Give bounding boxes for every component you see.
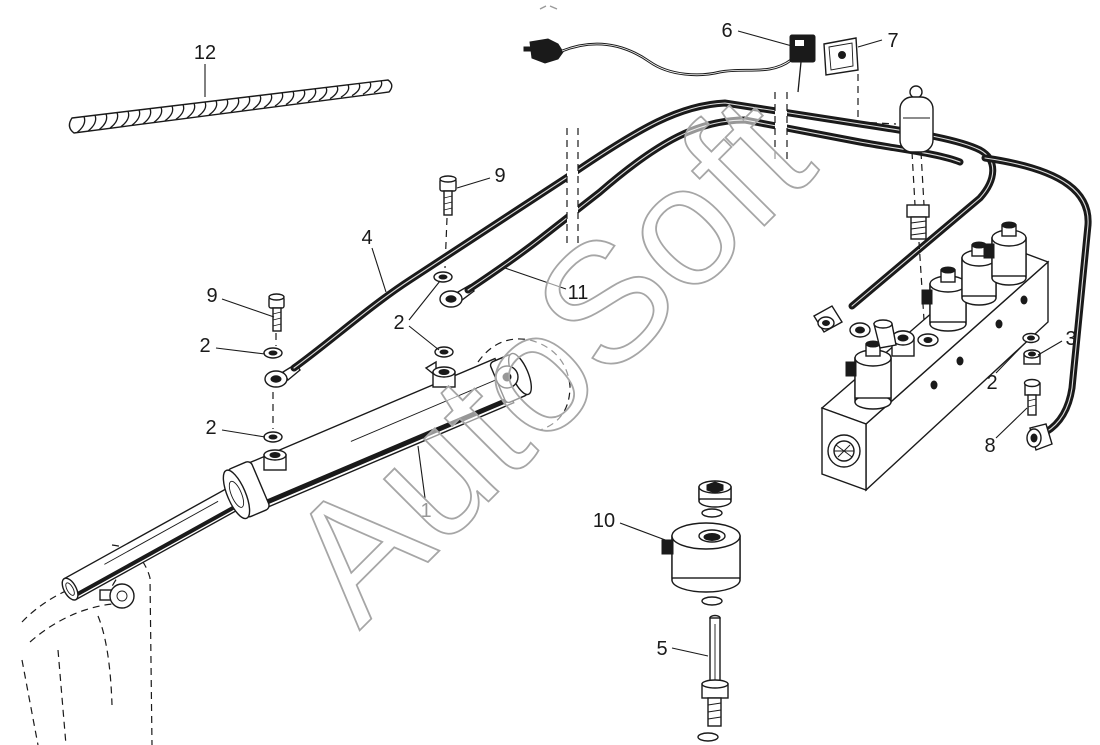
valve-solenoid-1 [845, 340, 892, 410]
hose-right [981, 154, 1092, 436]
callout-washer-right: 2 [986, 372, 997, 394]
elbow-fitting-left [873, 319, 897, 349]
spiral-rib [153, 107, 163, 123]
bolt-left [268, 293, 285, 332]
valve-port-fitting-2 [917, 333, 939, 347]
bolt-upper [439, 175, 457, 216]
spiral-rib [230, 97, 240, 113]
callout-coil: 10 [593, 510, 615, 532]
washer-left-upper [263, 347, 283, 359]
nut-left [849, 322, 871, 338]
connector-plate [823, 37, 859, 76]
fitting-right [1023, 378, 1041, 416]
callout-hose-upper: 4 [361, 227, 372, 249]
connector [789, 34, 816, 93]
washer-left-lower [263, 431, 283, 443]
leader-lines [204, 30, 1063, 657]
solenoid-coil [661, 522, 741, 593]
cylinder-port-rear [424, 360, 456, 388]
spiral-rib [208, 100, 218, 116]
valve-solenoid-2 [921, 266, 967, 332]
cylinder-port-front [263, 449, 287, 471]
break-mark-left [566, 126, 579, 250]
hose-upper [290, 99, 997, 372]
spiral-rib [87, 114, 97, 132]
coil-top-nut [698, 480, 732, 508]
cylinder-rear-eye [495, 365, 519, 389]
spiral-rib [131, 109, 141, 126]
callout-nut-right: 3 [1065, 328, 1076, 350]
rod-end-pin [99, 583, 135, 609]
spiral-rib [329, 85, 339, 100]
callout-stem: 5 [656, 638, 667, 660]
spiral-rib [362, 81, 372, 95]
spiral-rib [340, 84, 350, 98]
spiral-rib [120, 111, 130, 128]
callout-spiral-wrap: 12 [194, 42, 216, 64]
spiral-rib [109, 112, 119, 129]
o-ring-lower [697, 732, 719, 742]
piston-rod [61, 482, 249, 601]
spiral-rib [263, 93, 273, 109]
callout-connector: 6 [721, 20, 732, 42]
valve-stem [701, 614, 729, 727]
callout-washer-left-lower: 2 [205, 417, 216, 439]
callout-washer-center: 2 [393, 312, 404, 334]
watermark: AutoSoft [251, 61, 846, 656]
spiral-rib [197, 101, 207, 117]
assembly-axis-plate [857, 74, 897, 125]
spiral-rib [296, 89, 306, 104]
washer-center-upper [433, 271, 453, 283]
o-ring-middle [701, 596, 723, 606]
spiral-rib [307, 88, 317, 103]
spiral-rib [241, 96, 251, 112]
top-mark [539, 5, 558, 10]
spiral-rib [219, 99, 229, 114]
washer-right [1022, 332, 1040, 344]
nut-right [1023, 349, 1041, 365]
washer-center-lower [434, 346, 454, 358]
pressure-switch [899, 85, 934, 240]
spiral-rib [164, 105, 174, 122]
break-mark-right [774, 90, 788, 162]
spiral-rib [186, 103, 196, 119]
callout-bolt-left: 9 [206, 285, 217, 307]
callout-washer-left-upper: 2 [199, 335, 210, 357]
spiral-wrap [68, 79, 393, 134]
spiral-rib [175, 104, 185, 120]
assembly-axis-switch [918, 241, 925, 321]
electrical-cable [561, 42, 792, 77]
spiral-rib [252, 95, 262, 110]
callout-hose-lower: 11 [568, 282, 589, 304]
callout-fitting-right: 8 [984, 435, 995, 457]
callout-bolt-upper: 9 [494, 165, 505, 187]
spiral-rib [76, 116, 86, 134]
spiral-rib [351, 83, 361, 97]
cylinder-barrel [222, 352, 533, 520]
spiral-rib [373, 80, 383, 94]
spiral-rib [98, 113, 108, 131]
spiral-rib [285, 91, 295, 106]
valve-port-fitting-1 [891, 330, 915, 357]
electrical-plug [523, 38, 564, 64]
callout-cylinder: 1 [420, 500, 431, 522]
hose-end-fitting-left [813, 305, 843, 333]
callout-plate: 7 [887, 30, 898, 52]
spiral-rib [274, 92, 284, 107]
hose-end-fitting-right [1026, 423, 1053, 451]
spiral-rib [142, 108, 152, 125]
o-ring-upper [701, 508, 723, 518]
spiral-rib [318, 87, 328, 101]
valve-solenoid-4 [983, 221, 1027, 286]
